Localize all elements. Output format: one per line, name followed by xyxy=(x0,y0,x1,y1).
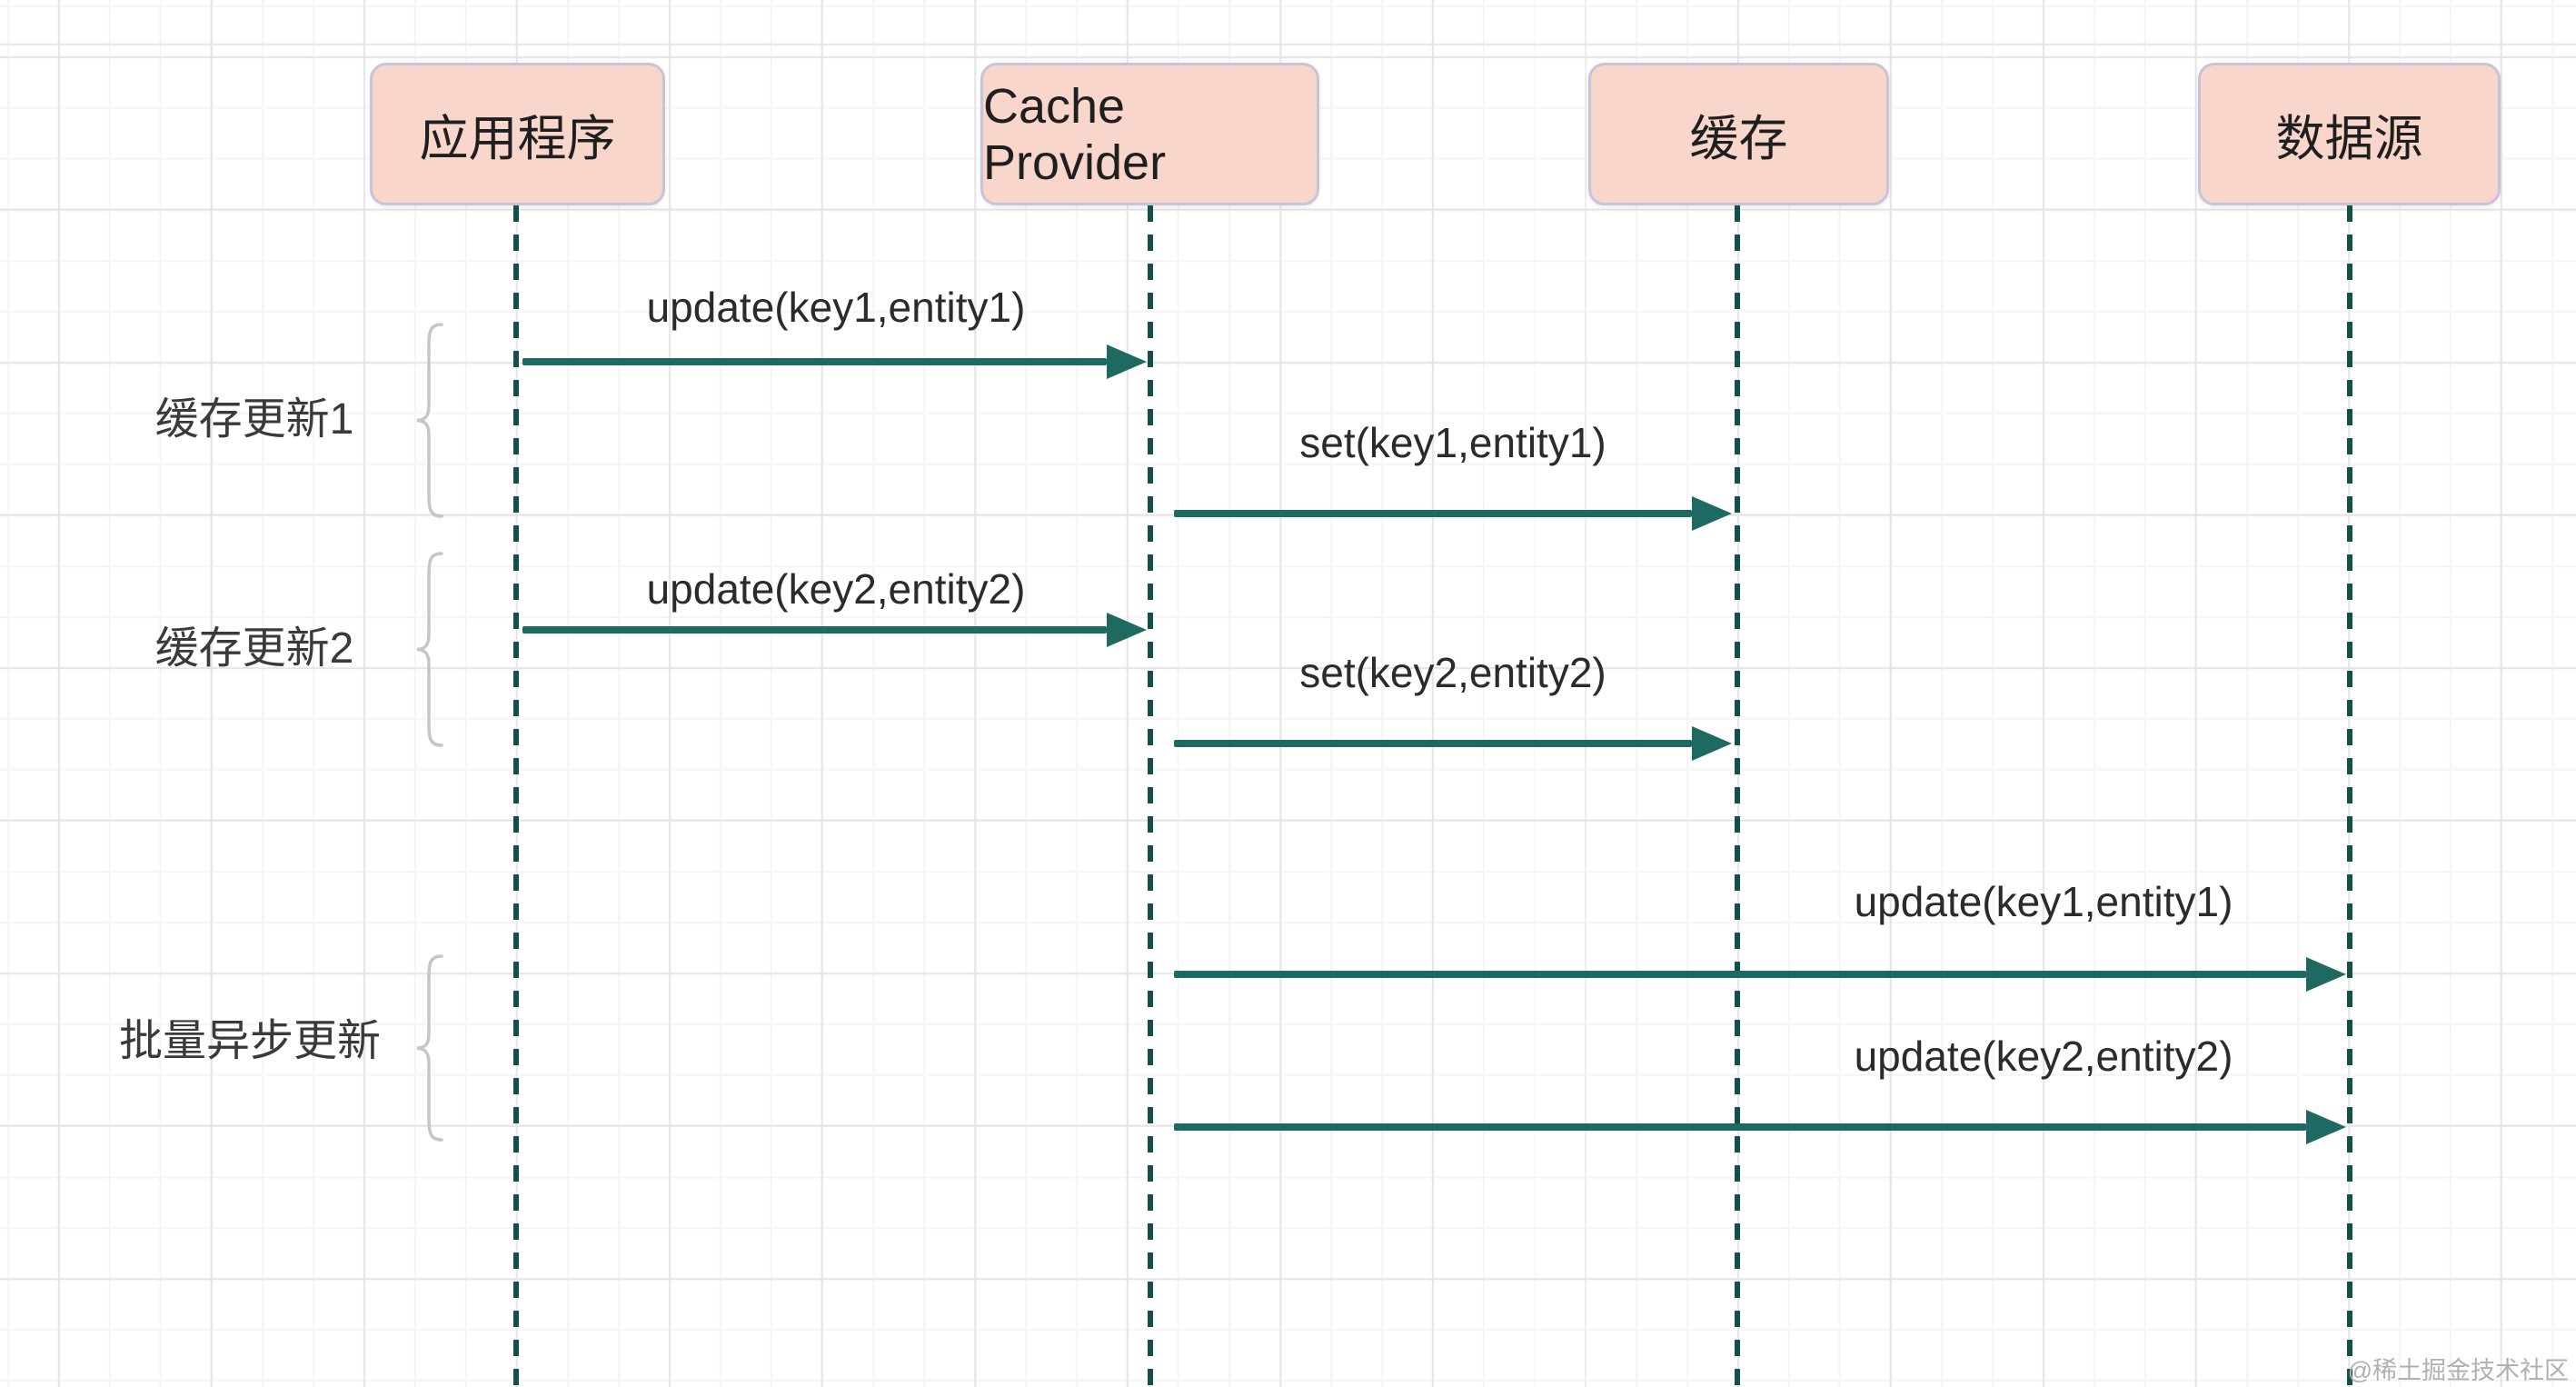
message-arrow xyxy=(522,358,1107,365)
curly-brace-icon xyxy=(414,953,445,1143)
message-arrow xyxy=(1174,971,2306,978)
message-arrow xyxy=(1174,510,1692,517)
actor-application: 应用程序 xyxy=(370,63,665,205)
actor-cache-provider-label: Cache Provider xyxy=(983,78,1167,190)
group-label-batch-async-update: 批量异步更新 xyxy=(118,1017,381,1065)
curly-brace-icon xyxy=(414,551,445,748)
message-label: set(key2,entity2) xyxy=(1299,649,1606,696)
watermark: @稀土掘金技术社区 xyxy=(2347,1357,2569,1384)
message-label: update(key2,entity2) xyxy=(646,565,1026,613)
actor-datasource: 数据源 xyxy=(2198,63,2501,205)
lifeline-cache xyxy=(1735,205,1740,1387)
message-arrow xyxy=(522,626,1107,634)
message-arrow xyxy=(1174,1123,2306,1131)
message-label: update(key2,entity2) xyxy=(1854,1033,2233,1080)
actor-cache-label: 缓存 xyxy=(1689,112,1788,166)
actor-cache: 缓存 xyxy=(1588,63,1889,205)
message-label: update(key1,entity1) xyxy=(646,284,1026,331)
message-label: set(key1,entity1) xyxy=(1299,419,1606,466)
group-label-cache-update-2: 缓存更新2 xyxy=(154,624,354,673)
curly-brace-icon xyxy=(414,322,445,519)
actor-cache-provider: Cache Provider xyxy=(980,63,1319,205)
lifeline-datasource xyxy=(2347,205,2352,1387)
actor-datasource-label: 数据源 xyxy=(2275,112,2423,166)
lifeline-cache-provider xyxy=(1148,205,1153,1387)
lifeline-application xyxy=(513,205,519,1387)
group-label-cache-update-1: 缓存更新1 xyxy=(154,395,354,444)
actor-application-label: 应用程序 xyxy=(419,112,616,166)
message-arrow xyxy=(1174,740,1692,747)
message-label: update(key1,entity1) xyxy=(1854,878,2233,925)
